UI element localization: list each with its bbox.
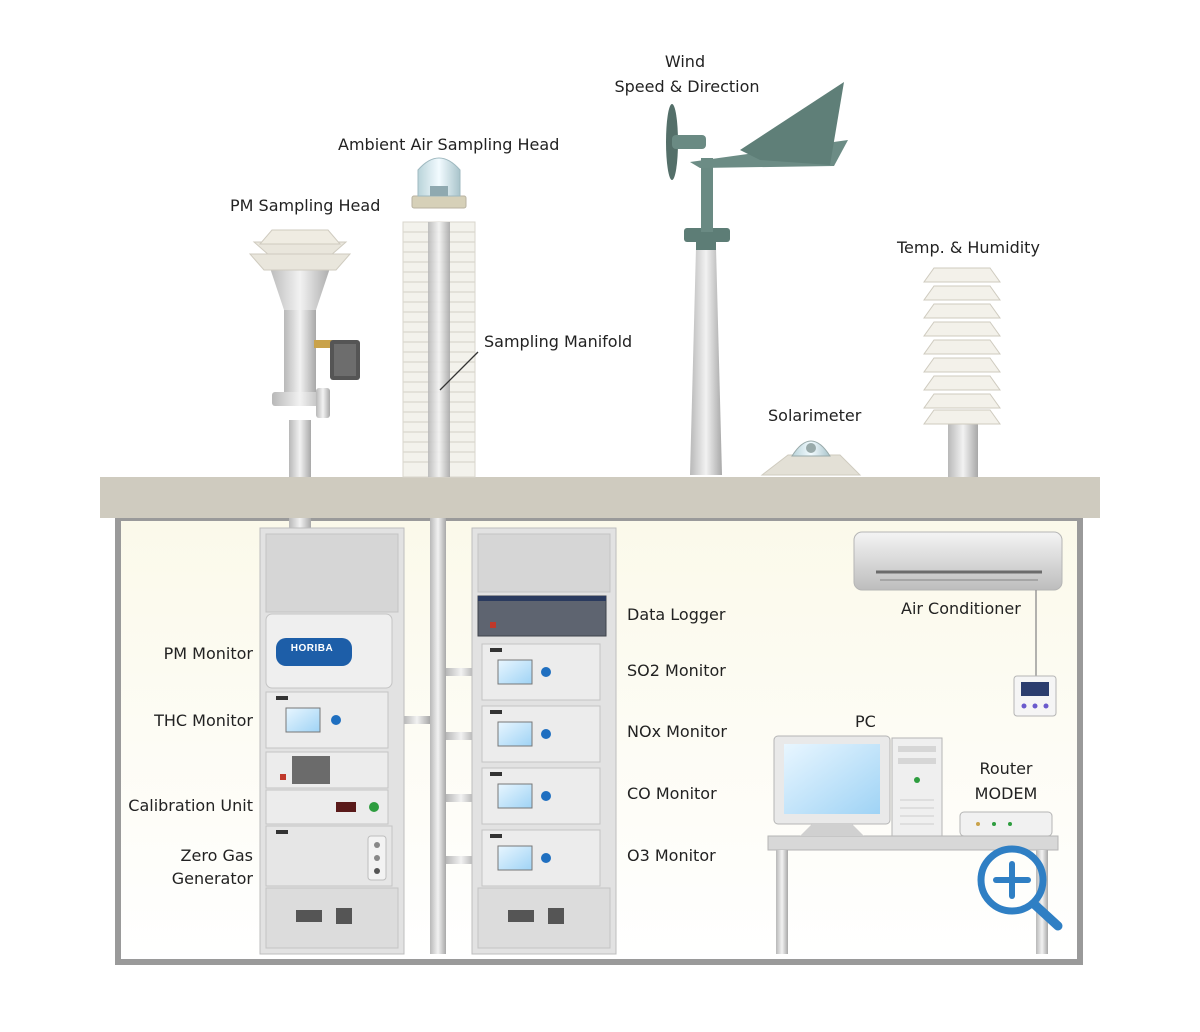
label-solarimeter: Solarimeter — [768, 406, 862, 425]
label-modem: MODEM — [974, 784, 1038, 803]
air-conditioner-unit — [853, 531, 1063, 717]
left-rack — [259, 527, 405, 955]
sampling-manifold — [402, 157, 479, 478]
pm-sampling-head — [248, 229, 360, 530]
horiba-logo-text: HORIBA — [290, 643, 334, 654]
roof-slab — [100, 477, 1100, 518]
label-so2-monitor: SO2 Monitor — [627, 661, 726, 680]
manifold-branches — [404, 668, 476, 864]
label-temp-humidity: Temp. & Humidity — [897, 238, 1040, 257]
label-o3-monitor: O3 Monitor — [627, 846, 716, 865]
label-sampling-manifold: Sampling Manifold — [484, 332, 633, 351]
label-nox-monitor: NOx Monitor — [627, 722, 727, 741]
label-wind: Wind — [664, 52, 706, 71]
data-logger-unit — [477, 595, 607, 637]
manifold-pipe — [430, 518, 446, 954]
right-rack — [471, 527, 617, 955]
thc-monitor-unit — [265, 691, 389, 749]
label-data-logger: Data Logger — [627, 605, 726, 624]
label-generator: Generator — [171, 869, 253, 888]
label-wind-sub: Speed & Direction — [614, 77, 760, 96]
label-thc-monitor: THC Monitor — [154, 711, 253, 730]
pc-monitor — [773, 735, 891, 836]
zoom-in-icon[interactable] — [977, 845, 1063, 931]
label-pm-sampling-head: PM Sampling Head — [230, 196, 381, 215]
label-co-monitor: CO Monitor — [627, 784, 717, 803]
label-pc: PC — [855, 712, 876, 731]
label-pm-monitor: PM Monitor — [163, 644, 253, 663]
solarimeter — [760, 440, 862, 476]
wind-sensor — [666, 82, 848, 475]
label-ambient-air-sampling-head: Ambient Air Sampling Head — [338, 135, 560, 154]
temperature-humidity-sensor — [923, 267, 1001, 477]
label-zero-gas: Zero Gas — [180, 846, 253, 865]
pc-tower — [891, 737, 943, 837]
pc-desk — [767, 835, 1059, 954]
label-calibration-unit: Calibration Unit — [128, 796, 253, 815]
horiba-logo — [276, 638, 352, 666]
router-modem-device — [959, 811, 1053, 837]
label-router: Router — [979, 759, 1033, 778]
label-air-conditioner: Air Conditioner — [901, 599, 1021, 618]
